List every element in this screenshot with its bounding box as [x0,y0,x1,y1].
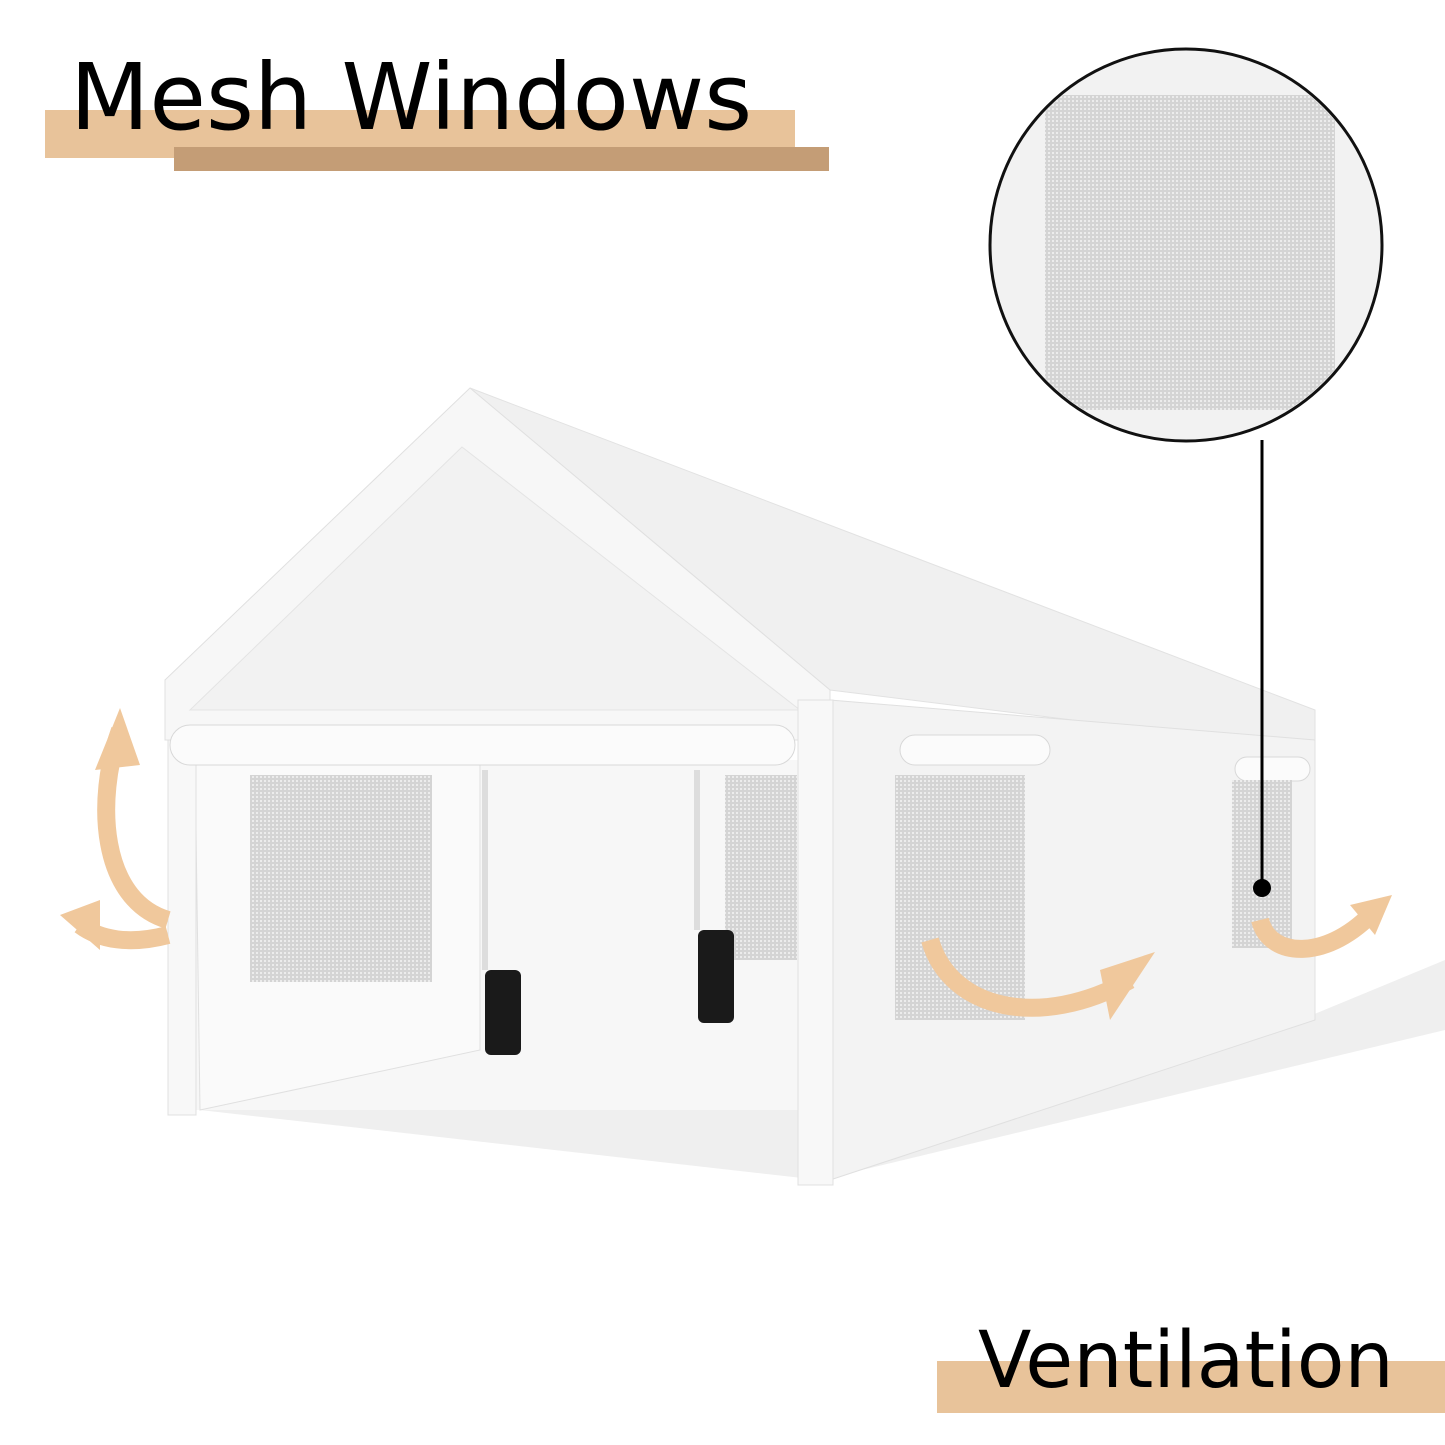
callout-dot [1253,879,1271,897]
post-front [797,699,834,1186]
rolled-side-1 [899,734,1051,766]
rolled-door [169,724,796,766]
sandbag-right [698,930,734,1023]
sandbag-left [485,970,521,1055]
arrow-heads [60,708,1392,1020]
caption: Ventilation [978,1316,1394,1406]
headline-underline-dark [174,147,829,171]
post-left [167,739,197,1116]
mesh-window-front [250,775,432,982]
mesh-window-back [725,775,797,960]
caption-underline [937,1361,1445,1413]
rolled-side-2 [1234,756,1311,782]
gable-panel [188,446,802,711]
magnifier-callout-icon [988,47,1384,443]
headline: Mesh Windows [70,44,753,151]
